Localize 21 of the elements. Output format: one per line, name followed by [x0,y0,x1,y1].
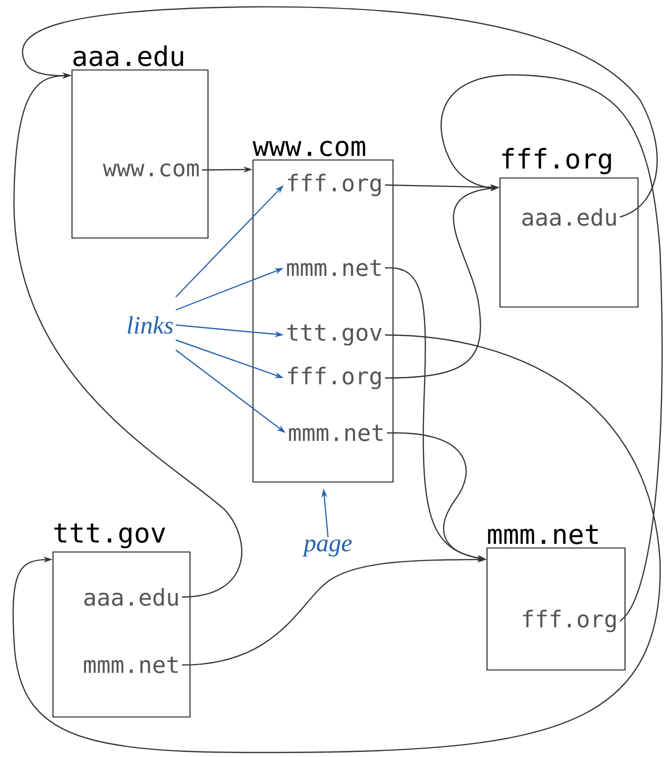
arrow [12,334,661,754]
link-text: aaa.edu [522,208,616,226]
link-text: fff.org [523,610,616,632]
node-label: www.com [252,140,366,156]
link-text: fff.org [288,366,381,390]
link-text: mmm.net [84,656,178,674]
arrow [440,74,663,622]
link-text: mmm.net [289,424,383,442]
annotation-text: page [302,539,352,557]
link-text: mmm.net [287,260,381,276]
node-label: aaa.edu [73,45,184,66]
arrow [22,6,658,218]
link-text: aaa.edu [84,588,178,606]
node-label: mmm.net [488,524,598,544]
link-text: www.com [102,163,199,177]
arrow [13,72,242,598]
node-label: ttt.gov [54,523,166,548]
link-text: fff.org [288,174,381,196]
annotation-text: links [128,316,173,334]
link-text: ttt.gov [287,324,382,346]
node-label: fff.org [502,148,611,174]
